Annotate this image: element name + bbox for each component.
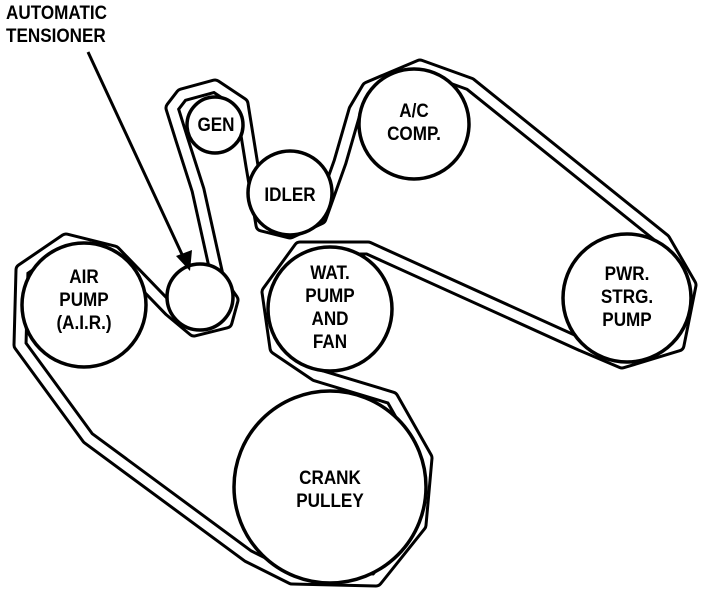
wat-label-line-3: AND (311, 309, 349, 330)
callout-line-1: AUTOMATIC (6, 3, 108, 24)
power-steering-pump-label: PWR. STRG. PUMP (594, 263, 661, 332)
callout-line-2: TENSIONER (6, 26, 106, 47)
gen-pulley (185, 95, 245, 155)
gen-label: GEN (193, 114, 240, 137)
air-label-line-2: PUMP (59, 290, 109, 311)
air-pump-label: AIR PUMP (A.I.R.) (39, 266, 129, 335)
wat-label-line-1: WAT. (310, 263, 350, 284)
pwr-label-line-3: PUMP (602, 310, 652, 331)
crank-pulley-label: CRANK PULLEY (285, 467, 375, 513)
crank-pulley (232, 389, 428, 585)
callout-leader-line (86, 51, 188, 264)
ac-compressor-label: A/C COMP. (374, 100, 453, 146)
automatic-tensioner-callout: AUTOMATIC TENSIONER (6, 2, 107, 48)
wat-label-line-2: PUMP (305, 286, 355, 307)
air-label-line-1: AIR (69, 267, 99, 288)
ac-compressor-pulley (357, 67, 471, 181)
power-steering-pump-pulley (561, 232, 693, 364)
idler-label-line-1: IDLER (264, 185, 316, 206)
crank-label-line-1: CRANK (299, 468, 361, 489)
crank-label-line-2: PULLEY (296, 491, 364, 512)
ac-label-line-2: COMP. (387, 124, 441, 145)
water-pump-pulley (266, 245, 394, 373)
ac-label-line-1: A/C (399, 101, 429, 122)
pwr-label-line-1: PWR. (604, 264, 650, 285)
gen-label-line-1: GEN (197, 115, 235, 136)
water-pump-label: WAT. PUMP AND FAN (294, 262, 366, 354)
idler-pulley (246, 149, 334, 237)
air-pump-pulley (20, 241, 148, 369)
tensioner-pulley (165, 262, 235, 332)
callout-arrowhead (176, 250, 192, 271)
pwr-label-line-2: STRG. (600, 287, 654, 308)
air-label-line-3: (A.I.R.) (56, 313, 112, 334)
wat-label-line-4: FAN (312, 332, 348, 353)
idler-label: IDLER (259, 184, 320, 207)
